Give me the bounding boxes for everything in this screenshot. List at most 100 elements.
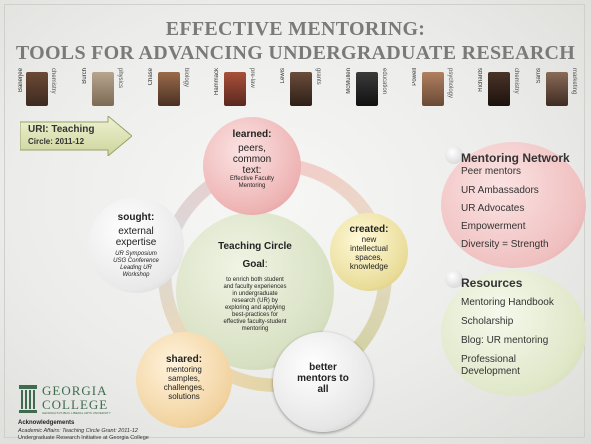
logo-subtitle: GEORGIA'S PUBLIC LIBERAL ARTS UNIVERSITY xyxy=(42,411,111,415)
person-dept: physics xyxy=(117,68,123,89)
created-line: spaces, xyxy=(355,253,383,262)
network-item: Peer mentors xyxy=(461,166,522,177)
ack-line-2: Undergraduate Research Initiative at Geo… xyxy=(18,435,149,441)
person-photo xyxy=(158,72,180,106)
shared-bubble: shared: mentoring samples, challenges, s… xyxy=(136,332,232,428)
person-name: Lewis xyxy=(280,68,286,84)
person-dept: psychology xyxy=(447,68,453,99)
network-item: Empowerment xyxy=(461,221,526,232)
goal-line: to enrich both student xyxy=(226,277,284,283)
resources-title: Resources xyxy=(461,276,523,290)
shared-line: samples, xyxy=(167,374,200,383)
goal-line: exploring and applying xyxy=(224,305,286,311)
learned-small: Mentoring xyxy=(238,183,266,189)
network-item: Diversity = Strength xyxy=(461,239,549,250)
person-dept: grants xyxy=(315,68,321,85)
resources-bubble xyxy=(441,270,586,396)
learned-small: Effective Faculty xyxy=(230,176,274,182)
person-name: Sams xyxy=(536,68,542,84)
person-photo xyxy=(224,72,246,106)
person-name: Powell xyxy=(412,68,418,86)
resources-dot xyxy=(445,270,463,288)
better-line: mentors to xyxy=(297,373,349,384)
network-title: Mentoring Network xyxy=(461,151,570,165)
goal-bubble: Teaching Circle Goal: to enrich both stu… xyxy=(176,212,334,370)
network-item: UR Ambassadors xyxy=(461,185,539,196)
resources-item: Professional xyxy=(461,354,517,365)
logo-line-2: COLLEGE xyxy=(42,397,109,412)
goal-line: best-practices for xyxy=(231,312,279,318)
person-name: Burch xyxy=(82,68,88,84)
resources-item: Blog: UR mentoring xyxy=(461,335,549,346)
person-photo xyxy=(356,72,378,106)
shared-line: mentoring xyxy=(166,365,202,374)
person-photo xyxy=(488,72,510,106)
ack-head: Acknowledgements xyxy=(18,420,75,426)
created-line: knowledge xyxy=(349,262,389,271)
learned-head: learned: xyxy=(232,129,272,140)
sought-head: sought: xyxy=(117,212,155,223)
goal-line: mentoring xyxy=(241,326,269,332)
goal-line: in undergraduate xyxy=(232,291,278,297)
shared-line: solutions xyxy=(168,392,200,401)
person-name: Richards xyxy=(478,68,484,92)
person-dept: marketing xyxy=(571,68,577,95)
goal-line: and faculty experiences xyxy=(223,284,287,290)
network-item: UR Advocates xyxy=(461,203,525,214)
learned-line: common xyxy=(232,154,272,165)
network-bubble xyxy=(441,142,586,268)
goal-head-2: Goal xyxy=(242,259,265,270)
goal-line: research (UR) by xyxy=(232,298,278,304)
person-dept: biology xyxy=(183,68,189,88)
sought-bubble: sought: external expertise UR Symposium … xyxy=(88,197,184,293)
title-line-2: TOOLS FOR ADVANCING UNDERGRADUATE RESEAR… xyxy=(15,42,576,64)
title-line-1: EFFECTIVE MENTORING: xyxy=(165,18,426,40)
learned-line: text: xyxy=(242,165,262,176)
created-bubble: created: new intellectual spaces, knowle… xyxy=(330,213,408,291)
person-photo xyxy=(92,72,114,106)
goal-colon: : xyxy=(264,259,268,270)
person-photo xyxy=(546,72,568,106)
resources-item: Development xyxy=(461,366,520,377)
goal-head: Teaching Circle xyxy=(218,241,292,252)
resources-item: Mentoring Handbook xyxy=(461,297,554,308)
learned-line: peers, xyxy=(238,143,266,154)
sought-small: UR Symposium xyxy=(115,251,157,257)
learned-bubble: learned: peers, common text: Effective F… xyxy=(203,117,301,215)
sought-small: USG Conference xyxy=(113,258,159,264)
sought-small: Workshop xyxy=(122,272,150,278)
better-line: better xyxy=(309,362,337,373)
person-name: Banerjee xyxy=(18,68,24,93)
slide-frame xyxy=(4,4,585,438)
resources-item: Scholarship xyxy=(461,316,514,327)
created-head: created: xyxy=(349,224,389,235)
person-photo xyxy=(290,72,312,106)
person-photo xyxy=(422,72,444,106)
person-photo xyxy=(26,72,48,106)
created-line: intellectual xyxy=(350,244,388,253)
person-dept: chemistry xyxy=(513,68,519,94)
created-line: new xyxy=(361,235,377,244)
person-dept: pre-law xyxy=(249,68,255,88)
network-dot xyxy=(445,146,463,164)
uri-badge-text: URI: Teaching Circle: 2011-12 xyxy=(28,124,94,148)
person-dept: education xyxy=(381,68,387,95)
better-bubble: better mentors to all xyxy=(273,332,373,432)
goal-line: effective faculty-student xyxy=(223,319,287,325)
sought-small: Leading UR xyxy=(120,265,152,271)
uri-badge-line-1: URI: Teaching xyxy=(28,124,95,135)
uri-badge-line-2: Circle: 2011-12 xyxy=(28,137,85,146)
shared-head: shared: xyxy=(165,354,203,365)
sought-line: external xyxy=(118,226,154,237)
ack-line-1: Academic Affairs: Teaching Circle Grant:… xyxy=(18,428,138,434)
shared-line: challenges, xyxy=(163,383,205,392)
person-dept: chemistry xyxy=(50,68,56,94)
better-line: all xyxy=(317,384,329,395)
sought-line: expertise xyxy=(115,237,157,248)
uri-badge-arrow xyxy=(20,116,132,156)
logo-line-1: GEORGIA xyxy=(42,383,108,398)
person-name: Hammack xyxy=(214,68,220,96)
person-name: Chase xyxy=(148,68,154,86)
person-name: McMullen xyxy=(346,68,352,94)
